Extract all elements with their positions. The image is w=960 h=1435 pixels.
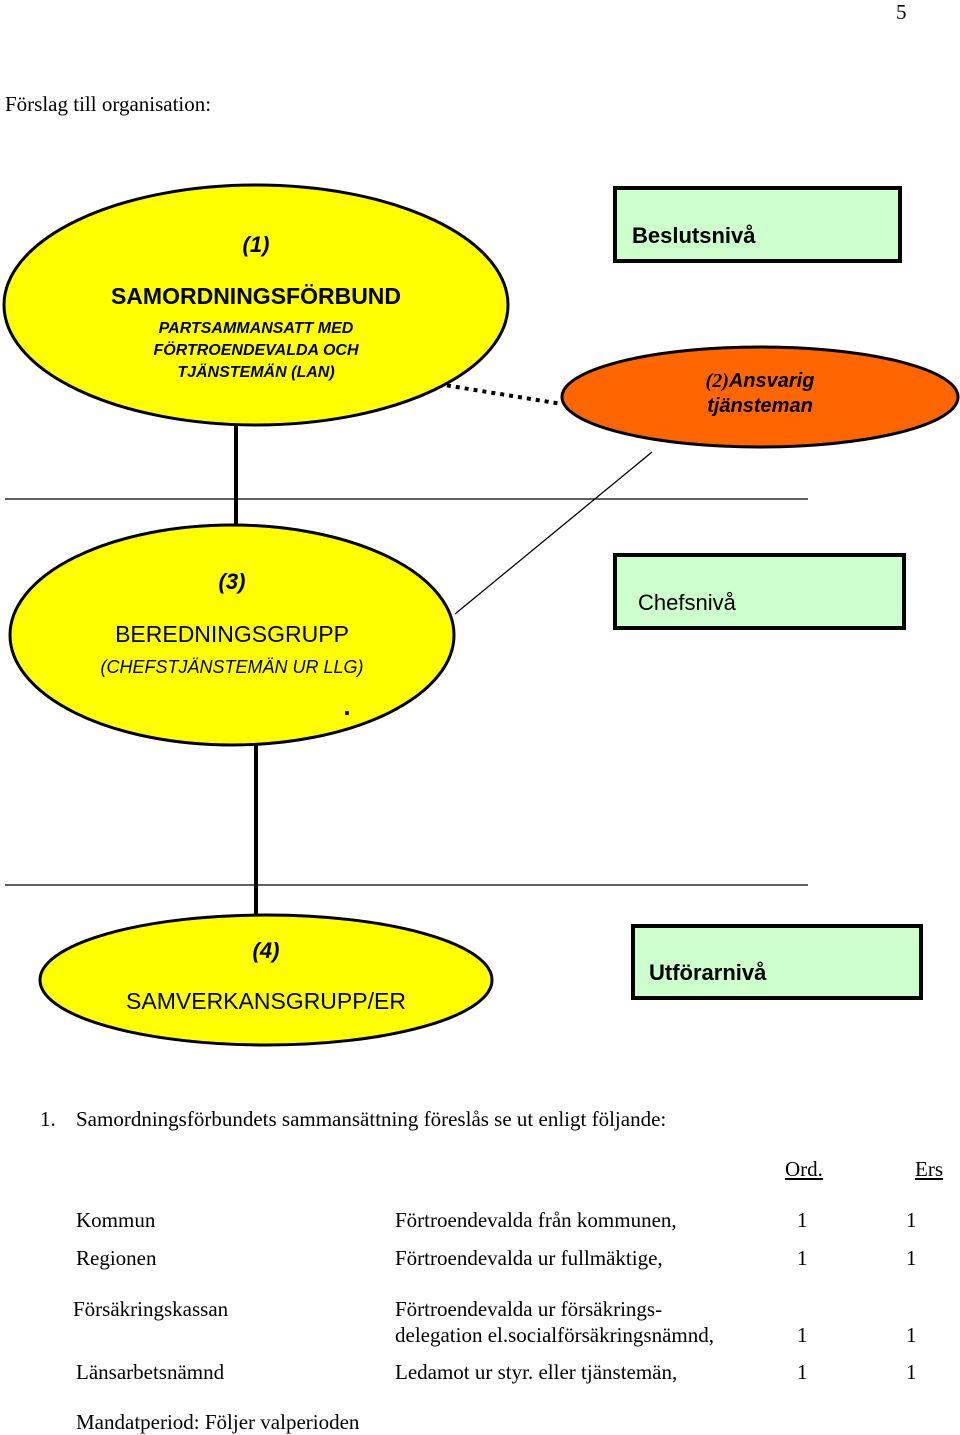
row-ers: 1 xyxy=(906,1360,917,1384)
row-party: Länsarbetsnämnd xyxy=(76,1360,225,1384)
column-header-ers: Ers xyxy=(915,1157,943,1181)
footer-text: Mandatperiod: Följer valperioden xyxy=(76,1410,360,1434)
level-label-beslutsniva: Beslutsnivå xyxy=(632,223,756,248)
node1-line2: FÖRTROENDEVALDA OCH xyxy=(153,340,358,359)
node3-subtitle: (CHEFSTJÄNSTEMÄN UR LLG) xyxy=(100,657,363,677)
row-ers: 1 xyxy=(906,1208,917,1232)
node-beredningsgrupp xyxy=(8,523,456,747)
level-box-utforarniva xyxy=(631,924,923,1000)
row-description-continued: delegation el.socialförsäkringsnämnd, xyxy=(395,1323,714,1347)
node1-line3: TJÄNSTEMÄN (LAN) xyxy=(177,363,334,381)
node3-dot: . xyxy=(343,691,350,721)
node3-number: (3) xyxy=(219,569,246,594)
row-ers: 1 xyxy=(906,1246,917,1270)
row-description: Förtroendevalda från kommunen, xyxy=(395,1208,677,1232)
node-samverkansgrupp xyxy=(38,913,494,1047)
page-number: 5 xyxy=(896,0,907,24)
node2-line1: (2)Ansvarig xyxy=(706,370,815,392)
row-party: Försäkringskassan xyxy=(73,1297,229,1321)
level-box-beslutsniva xyxy=(613,186,902,263)
row-ord: 1 xyxy=(797,1323,808,1347)
row-description: Förtroendevalda ur fullmäktige, xyxy=(395,1246,663,1270)
row-ord: 1 xyxy=(797,1360,808,1384)
node-ansvarig-tjansteman xyxy=(560,345,960,449)
row-description: Förtroendevalda ur försäkrings- xyxy=(395,1297,663,1321)
row-ord: 1 xyxy=(797,1246,808,1270)
section-number: 1. xyxy=(40,1107,56,1131)
level-label-utforarniva: Utförarnivå xyxy=(649,960,767,985)
row-description: Ledamot ur styr. eller tjänstemän, xyxy=(395,1360,678,1384)
section-text: Samordningsförbundets sammansättning för… xyxy=(76,1107,667,1131)
row-ers: 1 xyxy=(906,1323,917,1347)
node1-line1: PARTSAMMANSATT MED xyxy=(159,320,354,337)
node-samordningsforbund xyxy=(2,183,510,427)
connector-3-2 xyxy=(454,451,653,615)
node1-number: (1) xyxy=(243,232,270,257)
connector-1-2 xyxy=(437,382,563,406)
column-header-ord: Ord. xyxy=(785,1157,823,1181)
level-label-chefsniva: Chefsnivå xyxy=(638,590,737,615)
row-party: Kommun xyxy=(76,1208,156,1232)
node4-number: (4) xyxy=(253,938,280,963)
node4-title: SAMVERKANSGRUPP/ER xyxy=(126,988,406,1014)
level-box-chefsniva xyxy=(613,553,906,630)
node1-title: SAMORDNINGSFÖRBUND xyxy=(111,283,401,309)
row-party: Regionen xyxy=(76,1246,157,1270)
node2-line2: tjänsteman xyxy=(707,395,813,417)
page-heading: Förslag till organisation: xyxy=(5,92,212,116)
row-ord: 1 xyxy=(797,1208,808,1232)
node3-title: BEREDNINGSGRUPP xyxy=(115,621,349,647)
